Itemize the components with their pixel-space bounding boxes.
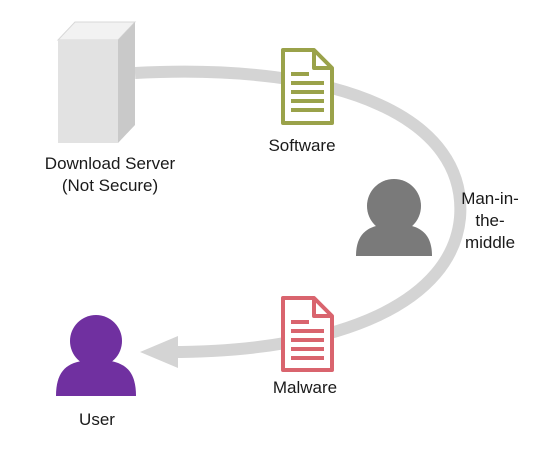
attacker-label-line1: Man-in- — [461, 189, 519, 208]
malware-label: Malware — [272, 378, 338, 397]
attacker-person-icon — [356, 179, 432, 256]
attacker-label-line3: middle — [464, 233, 516, 252]
attacker-label: Man-in- the- middle — [440, 188, 540, 254]
software-label: Software — [268, 136, 336, 155]
server-tower-icon — [56, 21, 137, 143]
server-label: Download Server (Not Secure) — [20, 153, 200, 197]
server-label-line2: (Not Secure) — [61, 176, 159, 195]
arrow-head — [140, 336, 178, 368]
attacker-label-line2: the- — [475, 211, 505, 230]
malware-document-icon — [281, 296, 334, 372]
user-person-icon — [56, 315, 136, 396]
server-label-line1: Download Server — [44, 154, 176, 173]
software-document-icon — [281, 48, 334, 125]
user-label: User — [79, 410, 115, 429]
